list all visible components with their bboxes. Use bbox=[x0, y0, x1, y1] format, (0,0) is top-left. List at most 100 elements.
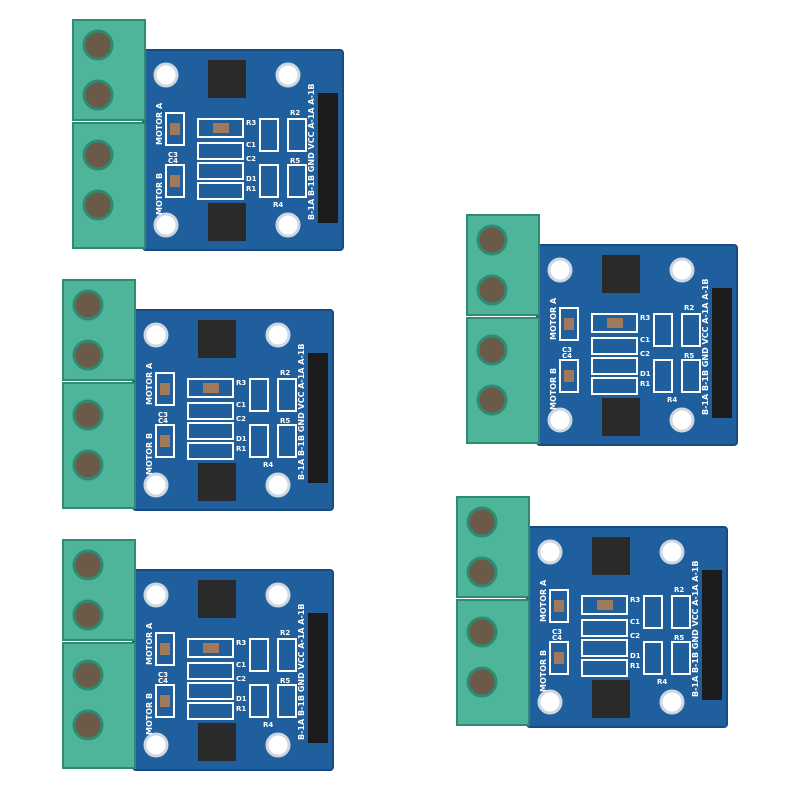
c3-label: C3 bbox=[562, 346, 572, 354]
d1-label: D1 bbox=[236, 435, 247, 443]
c4-label: C4 bbox=[158, 417, 168, 425]
capacitor bbox=[160, 383, 170, 395]
ic-chip-bottom bbox=[198, 463, 236, 501]
screw-icon bbox=[476, 274, 508, 306]
ic-chip-bottom bbox=[198, 723, 236, 761]
smd-components bbox=[549, 589, 691, 677]
motor-driver-board-image: B-1A B-1B GND VCC A-1A A-1B MOTOR A MOTO… bbox=[62, 539, 334, 771]
mounting-hole bbox=[547, 407, 573, 433]
r3-label: R3 bbox=[630, 596, 640, 604]
motor-b-label: MOTOR B bbox=[155, 173, 164, 215]
pin-header bbox=[712, 288, 732, 418]
mounting-holes bbox=[537, 539, 685, 715]
mounting-holes bbox=[143, 322, 291, 498]
ic-chip-bottom bbox=[208, 203, 246, 241]
pin-header bbox=[318, 93, 338, 223]
screw-icon bbox=[476, 384, 508, 416]
screw-icon bbox=[72, 449, 104, 481]
r2-label: R2 bbox=[280, 369, 290, 377]
motor-a-label: MOTOR A bbox=[539, 579, 548, 622]
screw-icon bbox=[466, 666, 498, 698]
pin-labels: B-1A B-1B GND VCC A-1A A-1B bbox=[297, 604, 306, 740]
c2-label: C2 bbox=[630, 632, 640, 640]
motor-driver-board-image: B-1A B-1B GND VCC A-1A A-1B MOTOR A MOTO… bbox=[72, 19, 344, 251]
mounting-hole bbox=[265, 732, 291, 758]
mounting-hole bbox=[669, 407, 695, 433]
r1-label: R1 bbox=[236, 705, 246, 713]
r3-label: R3 bbox=[236, 639, 246, 647]
capacitor bbox=[203, 383, 219, 393]
mounting-hole bbox=[153, 212, 179, 238]
screw-icon bbox=[72, 599, 104, 631]
capacitor bbox=[160, 643, 170, 655]
ic-chip-top bbox=[602, 255, 640, 293]
pin-header bbox=[308, 353, 328, 483]
motor-b-label: MOTOR B bbox=[145, 693, 154, 735]
screw-icon bbox=[82, 79, 114, 111]
smd-components bbox=[155, 632, 297, 720]
mounting-hole bbox=[547, 257, 573, 283]
d1-label: D1 bbox=[236, 695, 247, 703]
screw-icon bbox=[82, 29, 114, 61]
screw-icon bbox=[466, 556, 498, 588]
motor-b-label: MOTOR B bbox=[549, 368, 558, 410]
capacitor bbox=[170, 123, 180, 135]
mounting-hole bbox=[669, 257, 695, 283]
mounting-hole bbox=[143, 582, 169, 608]
screw-icon bbox=[72, 709, 104, 741]
motor-a-label: MOTOR A bbox=[155, 102, 164, 145]
screw-icon bbox=[72, 659, 104, 691]
d1-label: D1 bbox=[640, 370, 651, 378]
r1-label: R1 bbox=[246, 185, 256, 193]
c3-label: C3 bbox=[552, 628, 562, 636]
ic-chip-top bbox=[208, 60, 246, 98]
screw-icon bbox=[72, 549, 104, 581]
capacitor bbox=[554, 600, 564, 612]
r4-label: R4 bbox=[273, 201, 283, 209]
mounting-hole bbox=[143, 322, 169, 348]
motor-a-label: MOTOR A bbox=[549, 297, 558, 340]
r1-label: R1 bbox=[236, 445, 246, 453]
capacitor bbox=[597, 600, 613, 610]
c3-label: C3 bbox=[158, 671, 168, 679]
c3-label: C3 bbox=[158, 411, 168, 419]
screw-terminal-block bbox=[62, 539, 136, 769]
motor-driver-board-image: B-1A B-1B GND VCC A-1A A-1B MOTOR A MOTO… bbox=[456, 496, 728, 728]
screw-icon bbox=[476, 334, 508, 366]
motor-driver-board: B-1A B-1B GND VCC A-1A A-1B MOTOR A MOTO… bbox=[58, 535, 348, 775]
screw-icon bbox=[72, 289, 104, 321]
mounting-hole bbox=[275, 212, 301, 238]
capacitor bbox=[160, 435, 170, 447]
c3-label: C3 bbox=[168, 151, 178, 159]
mounting-hole bbox=[537, 539, 563, 565]
c4-label: C4 bbox=[168, 157, 178, 165]
screw-icon bbox=[72, 399, 104, 431]
motor-driver-board: B-1A B-1B GND VCC A-1A A-1B MOTOR A MOTO… bbox=[462, 210, 752, 450]
mounting-hole bbox=[659, 689, 685, 715]
mounting-hole bbox=[143, 472, 169, 498]
mounting-hole bbox=[265, 582, 291, 608]
ic-chip-top bbox=[592, 537, 630, 575]
r4-label: R4 bbox=[667, 396, 677, 404]
screw-icon bbox=[466, 616, 498, 648]
r5-label: R5 bbox=[684, 352, 694, 360]
screw-icon bbox=[466, 506, 498, 538]
screw-icon bbox=[82, 189, 114, 221]
pin-labels: B-1A B-1B GND VCC A-1A A-1B bbox=[701, 279, 710, 415]
ic-chip-bottom bbox=[602, 398, 640, 436]
mounting-holes bbox=[143, 582, 291, 758]
screw-icon bbox=[82, 139, 114, 171]
screw-terminal-block bbox=[72, 19, 146, 249]
c4-label: C4 bbox=[552, 634, 562, 642]
r1-label: R1 bbox=[630, 662, 640, 670]
r5-label: R5 bbox=[290, 157, 300, 165]
motor-a-label: MOTOR A bbox=[145, 362, 154, 405]
motor-driver-board: B-1A B-1B GND VCC A-1A A-1B MOTOR A MOTO… bbox=[68, 15, 358, 255]
capacitor bbox=[554, 652, 564, 664]
smd-components bbox=[165, 112, 307, 200]
mounting-hole bbox=[265, 322, 291, 348]
r2-label: R2 bbox=[684, 304, 694, 312]
c1-label: C1 bbox=[640, 336, 650, 344]
r2-label: R2 bbox=[674, 586, 684, 594]
d1-label: D1 bbox=[630, 652, 641, 660]
